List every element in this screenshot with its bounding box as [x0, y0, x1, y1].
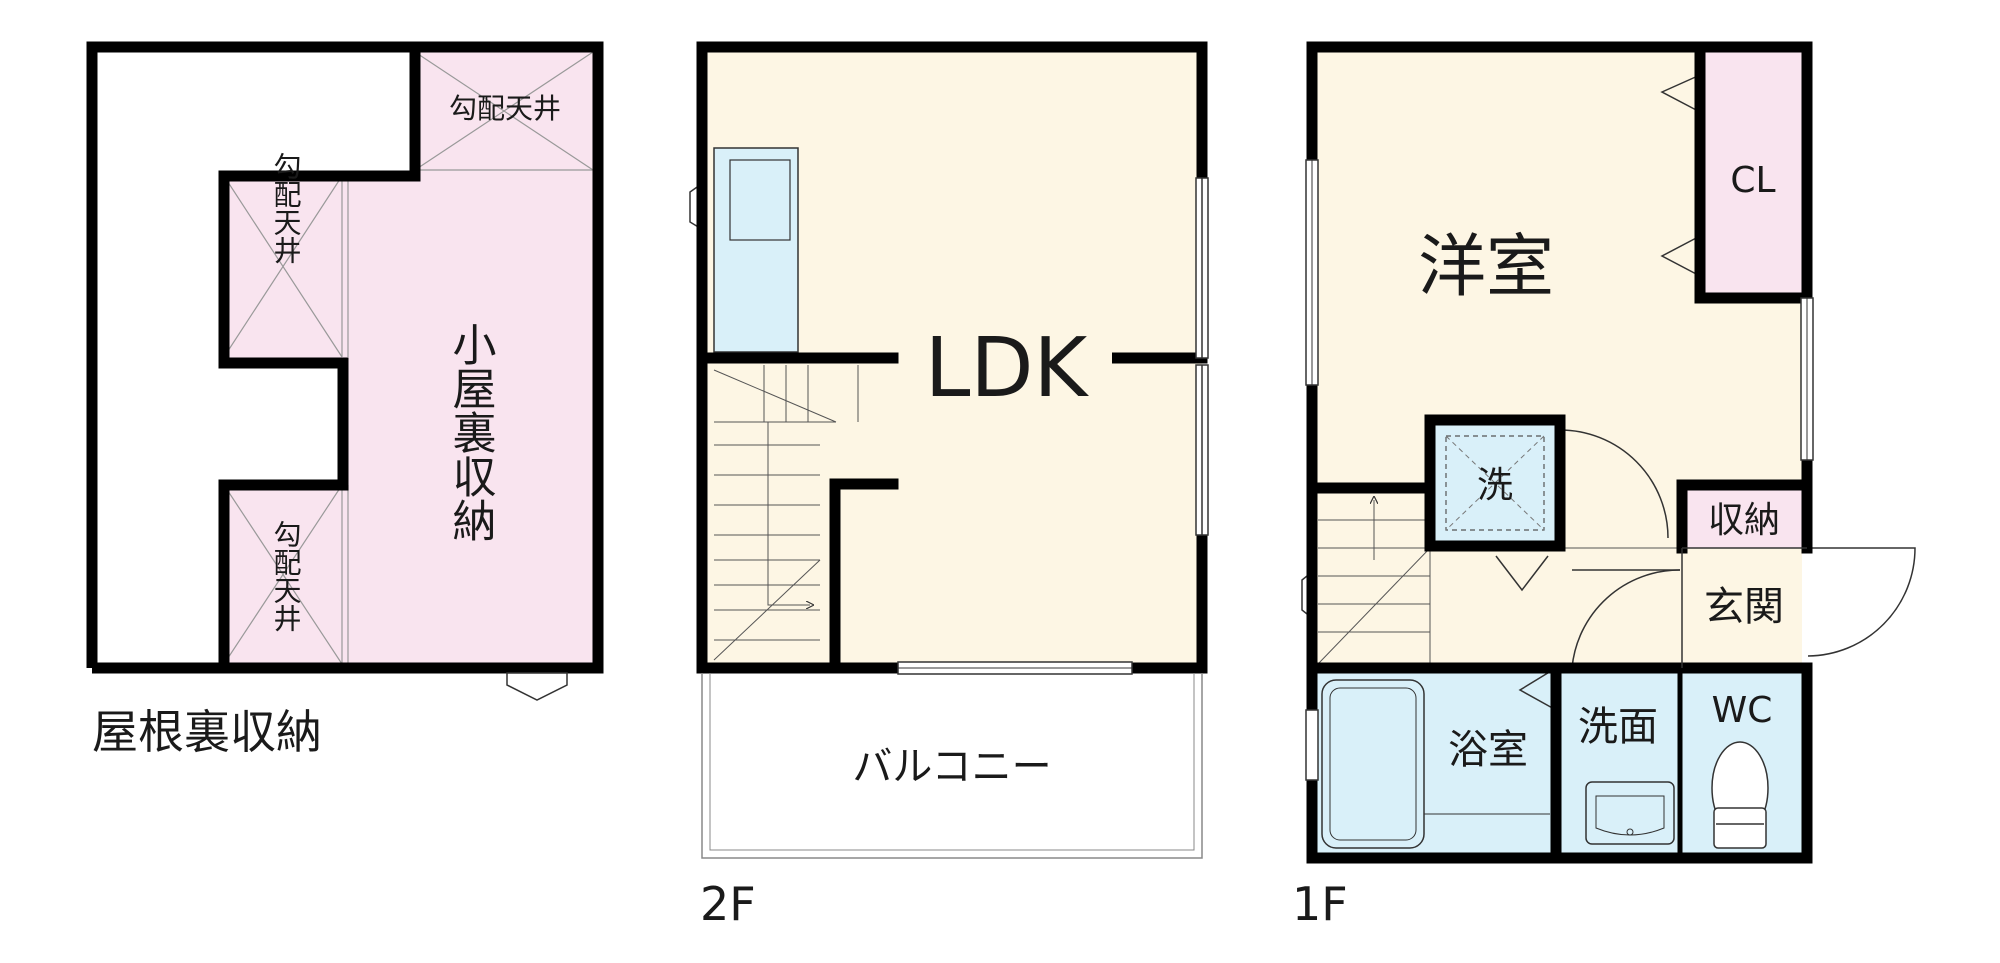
- label-washroom: 洗面: [1578, 704, 1658, 750]
- label-sloped-ceiling-upper: 勾配天井: [270, 152, 303, 264]
- sloped-ceiling-cross-marks: [223, 51, 594, 668]
- label-western-room: 洋室: [1418, 228, 1554, 307]
- label-ldk: LDK: [925, 321, 1090, 416]
- attic-plan: [86, 41, 604, 701]
- storage-area: [1680, 488, 1802, 548]
- bathtub: [1321, 679, 1425, 849]
- balcony-outline: [701, 673, 1203, 859]
- wash-basin: [1585, 781, 1675, 845]
- label-washer: 洗: [1477, 465, 1513, 506]
- label-sloped-ceiling-top: 勾配天井: [449, 92, 561, 125]
- label-attic-floor: 屋根裏収納: [92, 705, 322, 759]
- first-floor-plan: [1301, 41, 1916, 864]
- label-first-floor: 1F: [1292, 877, 1348, 931]
- label-entrance: 玄関: [1704, 584, 1784, 630]
- label-balcony: バルコニー: [852, 744, 1051, 790]
- second-floor-plan: [689, 41, 1209, 859]
- label-bathroom: 浴室: [1448, 727, 1528, 773]
- label-second-floor: 2F: [700, 877, 756, 931]
- attic-walls: [86, 41, 604, 674]
- toilet: [1711, 741, 1769, 849]
- stairs-2f: [713, 365, 859, 661]
- closet-area: [1700, 52, 1802, 298]
- attic-hatch-icon: [506, 672, 568, 701]
- label-sloped-ceiling-lower: 勾配天井: [270, 520, 303, 632]
- label-closet: CL: [1730, 160, 1775, 201]
- first-floor-walls: [1306, 41, 1813, 864]
- attic-storage-area: [348, 52, 593, 668]
- second-floor-walls: [696, 41, 1208, 674]
- label-toilet: WC: [1712, 690, 1773, 731]
- label-storage: 収納: [1708, 500, 1780, 541]
- kitchen-sink-icon: [729, 159, 791, 241]
- label-attic-storage: 小屋裏収納: [445, 322, 496, 542]
- ldk-windows: [1195, 177, 1209, 536]
